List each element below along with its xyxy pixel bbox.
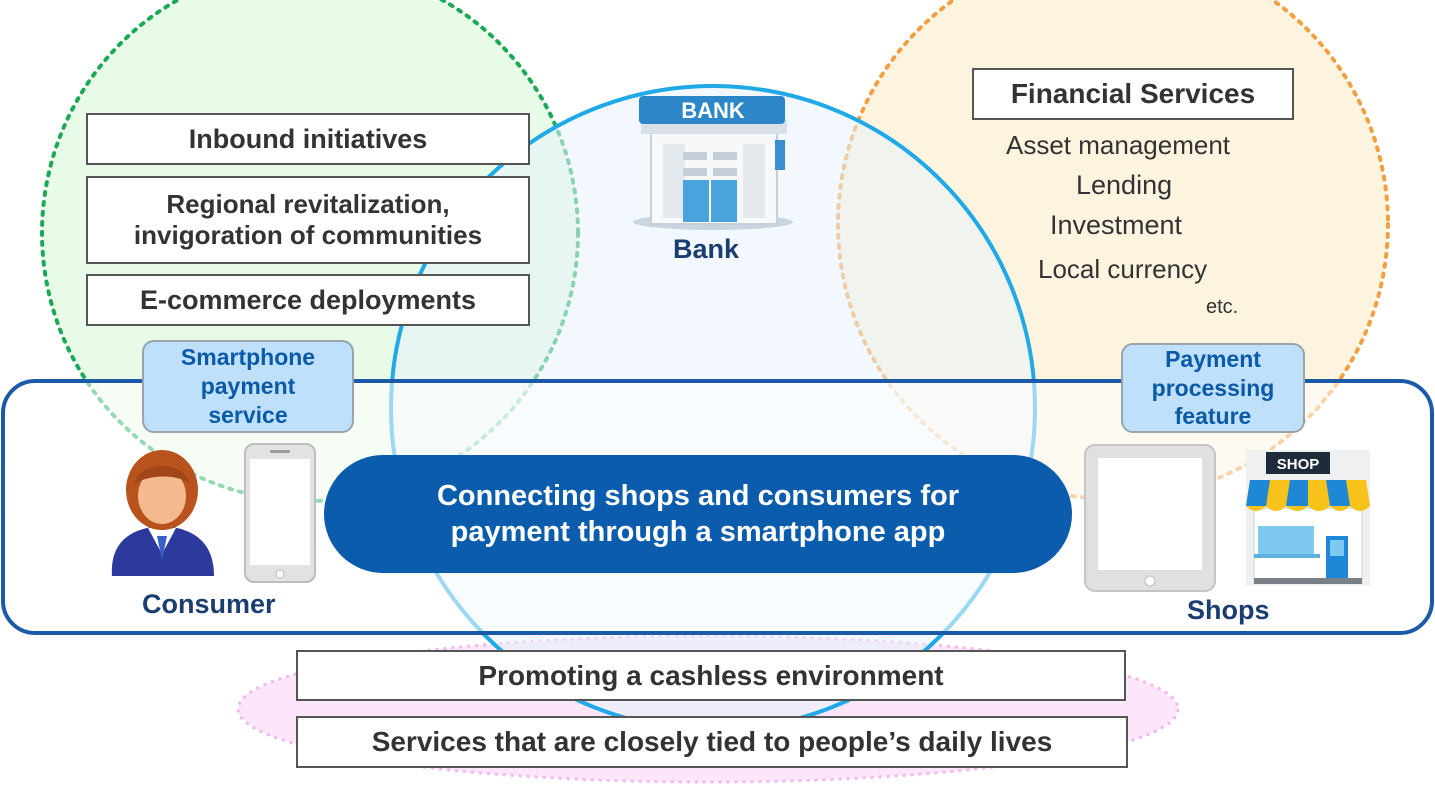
connecting-message-pill: Connecting shops and consumers for payme… [324,455,1072,573]
smartphone-icon [244,443,316,583]
local-currency-item: Local currency [1038,254,1208,284]
inbound-initiatives-text: Inbound initiatives [188,123,428,154]
asset-management-item: Asset management [1006,130,1231,160]
bank-sign-text: BANK [681,98,745,123]
financial-services-title: Financial Services [972,68,1294,120]
regional-revitalization-box: Regional revitalization, invigoration of… [86,176,530,264]
ecommerce-text: E-commerce deployments [139,284,477,315]
consumer-caption: Consumer [142,589,276,619]
payment-processing-feature-label: Payment processing feature [1121,343,1305,433]
inbound-initiatives-box: Inbound initiatives [86,113,530,165]
smartphone-payment-service-label: Smartphone payment service [142,340,354,433]
shop-icon: SHOP [1246,450,1370,586]
regional-revitalization-text: Regional revitalization, invigoration of… [133,188,483,250]
ecommerce-box: E-commerce deployments [86,274,530,326]
shops-caption: Shops [1187,595,1270,625]
bank-icon: BANK [633,96,793,230]
cashless-environment-box: Promoting a cashless environment [296,650,1126,701]
bank-caption: Bank [673,234,740,264]
shop-sign-text: SHOP [1277,456,1320,473]
lending-item: Lending [1076,170,1173,200]
investment-item: Investment [1050,210,1183,240]
tablet-icon [1084,444,1216,592]
consumer-person-icon [111,450,214,576]
daily-lives-services-box: Services that are closely tied to people… [296,716,1128,768]
etc-text: etc. [1206,296,1239,318]
